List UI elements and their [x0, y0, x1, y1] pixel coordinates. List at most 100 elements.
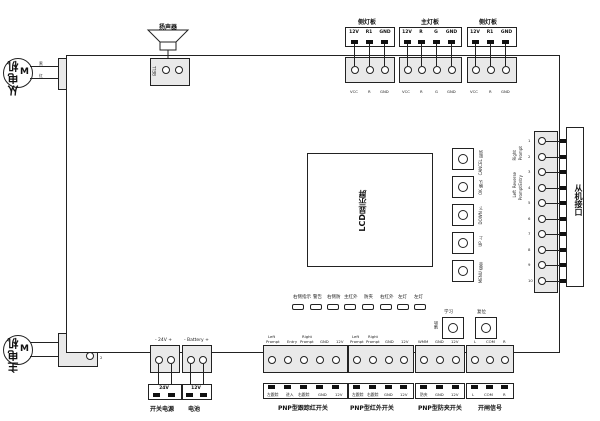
lamp-main-pin-3: GND	[445, 30, 458, 35]
menu-button[interactable]	[452, 260, 474, 282]
lamp-board-main-title: 主灯板	[421, 19, 440, 26]
pnp-ir-bottom-1: 右跟踪	[367, 392, 379, 397]
pnp-follow-bottom-1: 进入	[286, 392, 294, 397]
power-pin-block-1	[168, 393, 175, 397]
lamp-main-bottom-3: GND	[447, 89, 456, 94]
led-7	[414, 304, 426, 310]
pnp-ir-top-3: Prompt	[366, 339, 380, 344]
lamp-slave-left-pin-1: R1	[365, 30, 373, 35]
slave-interface-pin-block	[560, 216, 567, 221]
pnp-follow-title: PNP型跟踪红开关	[278, 405, 328, 412]
down-button-label: DOWN 下	[478, 206, 483, 225]
led-2	[327, 304, 339, 310]
slave-interface-screw	[538, 261, 546, 269]
pnp-ir-pin-block-3	[400, 385, 407, 389]
lamp-right-bottom-0: VCC	[470, 89, 478, 94]
lamp-wire-l2	[384, 44, 385, 66]
pnp-follow-screw-0	[268, 356, 276, 364]
lamp-wire-l0	[354, 44, 355, 66]
lamp-wire-l1	[369, 44, 370, 66]
slave-interface-screw	[538, 168, 546, 176]
pnp-ir-top-5: 12V	[401, 339, 409, 344]
pnp-follow-top-6: 12V	[336, 339, 344, 344]
slave-interface-pin-label: 1	[528, 138, 531, 143]
ok-button[interactable]	[452, 176, 474, 198]
speaker-title: 扬声器	[159, 24, 178, 31]
slave-interface-screw	[538, 137, 546, 145]
led-label-3: 主红外	[344, 295, 358, 300]
lamp-main-screw-0	[404, 66, 412, 74]
lamp-main-pin-block-2	[433, 40, 440, 44]
led-0	[292, 304, 304, 310]
down-button[interactable]	[452, 204, 474, 226]
lamp-left-bottom-0: VCC	[350, 89, 358, 94]
lamp-slave-left-pin-2: GND	[379, 30, 391, 35]
lamp-main-pin-block-3	[448, 40, 455, 44]
lamp-main-bottom-0: VCC	[402, 89, 410, 94]
lamp-left-screw-2	[381, 66, 389, 74]
learn-button[interactable]	[442, 317, 464, 339]
lamp-wire-m2	[436, 44, 437, 66]
open-sig-bottom-0: L	[472, 392, 475, 397]
power-title: 开关电源	[150, 406, 175, 413]
slave-motor-circle	[3, 58, 33, 88]
led-4	[362, 304, 374, 310]
lamp-board-main-header	[399, 27, 462, 47]
lamp-slave-right-pin-0: 12V	[470, 30, 480, 35]
speaker-terminal-label: BELL	[152, 66, 157, 76]
master-motor-pin-2: 2	[100, 355, 103, 360]
pnp-ir-pin-block-1	[369, 385, 376, 389]
led-label-4: 防夹	[364, 295, 373, 300]
pnp-ir-bottom-0: 左跟踪	[352, 392, 364, 397]
slave-interface-box	[566, 127, 584, 287]
lamp-slave-left-pin-block-0	[351, 40, 358, 44]
pnp-anti-screw-0	[420, 356, 428, 364]
pnp-anti-screw-2	[452, 356, 460, 364]
power-pin-block-0	[153, 393, 160, 397]
pnp-ir-top-0: Left	[352, 334, 360, 339]
cancel-button[interactable]	[452, 148, 474, 170]
reset-button-label: 复位	[477, 310, 486, 315]
reset-button[interactable]	[475, 317, 497, 339]
right-tag-2: Reverse	[512, 172, 517, 189]
lamp-main-screw-1	[418, 66, 426, 74]
lamp-main-pin-2: G	[434, 30, 438, 35]
pnp-anti-screw-1	[436, 356, 444, 364]
pnp-anti-bottom-1: GND	[435, 392, 444, 397]
slave-interface-pin-label: 8	[528, 246, 531, 252]
slave-interface-screw	[538, 152, 546, 161]
lamp-main-pin-block-0	[404, 40, 411, 44]
pnp-follow-top-5: GND	[320, 339, 329, 344]
slave-interface-screw	[538, 245, 546, 254]
pnp-ir-pin-block-0	[353, 385, 360, 389]
pnp-ir-bottom-3: 12V	[400, 392, 408, 397]
pnp-follow-screw-4	[332, 356, 340, 364]
slave-interface-pin-label: 3	[528, 169, 531, 174]
right-tag-1: Prompt	[518, 146, 523, 161]
pnp-ir-screw-0	[353, 356, 361, 364]
open-sig-screw-0	[471, 356, 479, 364]
open-sig-pin-block-1	[486, 385, 493, 389]
slave-interface-wire	[546, 249, 566, 251]
lamp-right-bottom-2: GND	[501, 89, 510, 94]
open-sig-pin-block-2	[501, 385, 508, 389]
slave-interface-screw	[538, 276, 546, 285]
open-sig-top-2: R	[503, 339, 506, 344]
pnp-anti-pin-block-0	[420, 385, 427, 389]
pnp-follow-top-0: Left	[268, 334, 276, 339]
pnp-ir-screw-3	[400, 356, 408, 364]
slave-interface-pin-block	[560, 185, 567, 190]
battery-pin-block-1	[200, 393, 207, 397]
power-pin-0: 24V	[159, 386, 169, 391]
lamp-wire-r1	[490, 44, 491, 66]
slave-interface-pin-label: 6	[528, 215, 531, 221]
lamp-slave-right-pin-block-1	[487, 40, 494, 44]
pnp-follow-screw-3	[316, 356, 324, 364]
slave-interface-pin-label: 7	[528, 231, 531, 236]
slave-interface-screw	[538, 199, 546, 207]
slave-interface-pin-block	[560, 263, 567, 267]
battery-screw-0	[187, 356, 195, 364]
up-button[interactable]	[452, 232, 474, 254]
pnp-ir-title: PNP型红外开关	[350, 405, 394, 412]
lamp-left-bottom-1: R	[368, 89, 371, 94]
